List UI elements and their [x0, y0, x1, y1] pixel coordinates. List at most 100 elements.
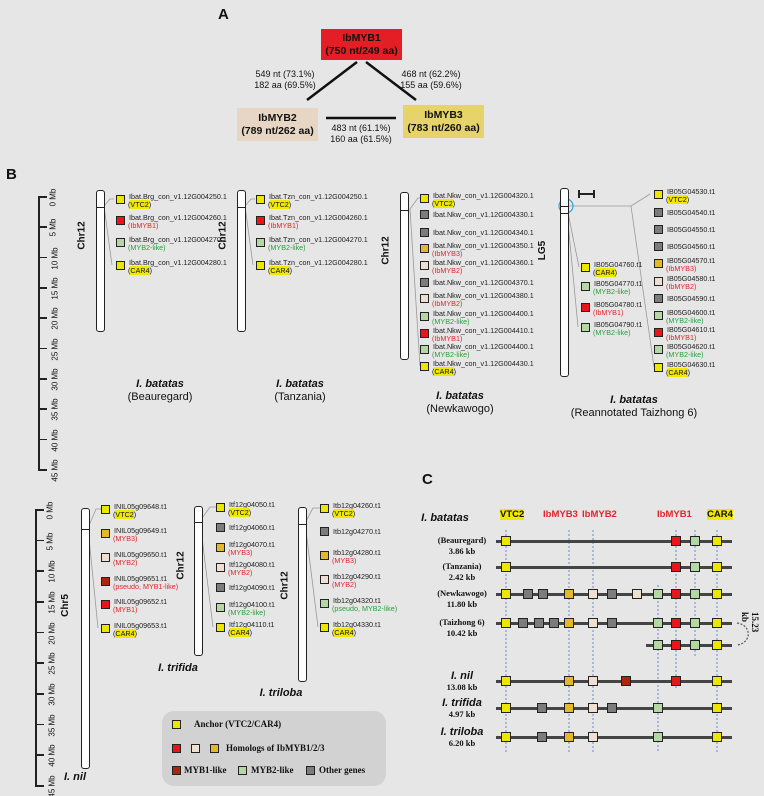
- nt-identity: 468 nt (62.2%): [401, 69, 461, 79]
- gene-id: Ibat.Nkw_con_v1.12G004340.1: [433, 228, 534, 237]
- scale-tick: [35, 662, 44, 664]
- legend-other-swatch: [306, 766, 315, 775]
- gene-marker-myb2: [216, 563, 225, 572]
- gene-marker-anchor: [712, 618, 722, 628]
- gene-marker-anchor: [501, 536, 511, 546]
- gene-marker-anchor: [320, 504, 329, 513]
- scale-tick-label: 20 Mb: [47, 622, 57, 645]
- gene-marker-myb2like: [654, 311, 663, 320]
- gene-marker-anchor: [420, 194, 429, 203]
- locus-line: [496, 679, 732, 683]
- chromosome-taizhong_left: [560, 188, 569, 377]
- chromosome-label: Chr12: [380, 236, 392, 265]
- chromosome-label: LG5: [537, 240, 549, 261]
- gene-id: Ibat.Brg_con_v1.12G004250.1: [129, 192, 227, 201]
- gene-tag: IbMYB3: [434, 249, 460, 258]
- gene-marker-myb1: [654, 328, 663, 337]
- gene-annotation: (MYB2): [228, 568, 253, 577]
- gene-annotation: (IbMYB3): [432, 249, 463, 258]
- gene-tag: pseudo, MYB1-like: [115, 582, 176, 591]
- gene-annotation: (IbMYB1): [432, 334, 463, 343]
- gene-marker-other: [320, 527, 329, 536]
- gene-marker-myb3: [420, 244, 429, 253]
- species-name: I. batatas: [610, 394, 658, 406]
- ibmyb3-box: IbMYB3 (783 nt/260 aa): [403, 105, 484, 138]
- chromosome-nil: [81, 508, 90, 769]
- gene-marker-myb2: [654, 277, 663, 286]
- gene-id: INIL05g09653.t1: [114, 621, 168, 630]
- row-name: I. trifida: [442, 697, 482, 709]
- gene-marker-anchor: [101, 505, 110, 514]
- identity-myb1-myb2: 549 nt (73.1%) 182 aa (69.5%): [250, 69, 320, 91]
- gene-tag: VTC2: [270, 200, 289, 209]
- row-label: (Beauregard)3.86 kb: [417, 535, 507, 557]
- chromosome-label: Chr12: [76, 221, 88, 250]
- gene-id: IB05G04600.t1: [667, 308, 716, 317]
- gene-marker-myb1: [420, 329, 429, 338]
- gene-marker-myb1: [671, 562, 681, 572]
- gene-id: IB05G04780.t1: [594, 300, 643, 309]
- scale-axis: [35, 509, 37, 785]
- gene-marker-myb2: [632, 589, 642, 599]
- scale-tick: [35, 723, 44, 726]
- gene-tag: MYB3: [334, 556, 354, 565]
- gene-id: Ibat.Brg_con_v1.12G004270.1: [129, 235, 227, 244]
- gene-tag: MYB2-like: [434, 317, 468, 326]
- locus-size: 13.08 kb: [446, 682, 478, 692]
- gene-annotation: (IbMYB2): [666, 282, 697, 291]
- gene-tag: CAR4: [595, 268, 615, 277]
- gene-id: Itb12g04320.t1: [333, 596, 381, 605]
- chromosome-label: Chr5: [59, 594, 71, 617]
- gene-marker-anchor: [216, 503, 225, 512]
- scale-tick-label: 40 Mb: [47, 744, 57, 767]
- gene-tag: CAR4: [130, 266, 150, 275]
- chromosome-newkawogo: [400, 192, 409, 360]
- ibmyb2-name: IbMYB2: [258, 111, 297, 124]
- gene-tag: IbMYB1: [434, 334, 460, 343]
- gene-marker-anchor: [101, 624, 110, 633]
- gene-marker-anchor: [501, 732, 511, 742]
- scale-tick: [38, 287, 47, 289]
- gene-marker-anchor: [712, 536, 722, 546]
- legend-myb2like-swatch: [238, 766, 247, 775]
- scale-tick: [35, 631, 44, 634]
- scale-tick-label: 20 Mb: [50, 307, 60, 330]
- gene-tag: IbMYB2: [434, 266, 460, 275]
- gene-marker-myb1: [671, 589, 681, 599]
- gene-marker-anchor: [712, 703, 722, 713]
- gene-annotation: (MYB2-like): [128, 243, 166, 252]
- gene-annotation: (MYB2-like): [268, 243, 306, 252]
- legend-myb3-swatch: [210, 744, 219, 753]
- gene-annotation: (MYB3): [332, 556, 357, 565]
- scale-axis: [38, 196, 40, 469]
- species-label: I. batatas(Reannotated Taizhong 6): [534, 394, 734, 420]
- legend-myb2like-label: MYB2-like: [251, 765, 294, 775]
- gene-id: IB05G04630.t1: [667, 360, 716, 369]
- locus-size: 4.97 kb: [448, 709, 476, 719]
- gene-marker-other: [654, 225, 663, 234]
- gene-marker-myb2: [320, 575, 329, 584]
- gene-tag: VTC2: [434, 199, 453, 208]
- legend-homologs-label: Homologs of IbMYB1/2/3: [226, 743, 325, 753]
- scale-tick-label: 40 Mb: [50, 429, 60, 452]
- gene-marker-myb2like: [654, 345, 663, 354]
- gene-id: INIL05g09649.t1: [114, 526, 168, 535]
- gene-marker-anchor: [501, 589, 511, 599]
- gene-marker-myb3: [564, 732, 574, 742]
- gene-id: Itf12g04060.t1: [229, 523, 275, 532]
- gene-id: Itf12g04100.t1: [229, 600, 275, 609]
- scale-tick-label: 35 Mb: [50, 398, 60, 421]
- species-name: I. trifida: [158, 662, 198, 674]
- gene-marker-myb3: [564, 676, 574, 686]
- gene-id: IB05G04590.t1: [667, 294, 716, 303]
- gene-marker-other: [216, 523, 225, 532]
- centromere-band: [195, 522, 202, 523]
- gene-marker-myb1: [671, 676, 681, 686]
- gene-marker-myb2: [588, 589, 598, 599]
- scale-tick: [35, 601, 44, 603]
- gene-marker-anchor: [501, 676, 511, 686]
- gene-marker-myb3: [564, 703, 574, 713]
- gene-annotation: (VTC2): [432, 199, 456, 208]
- legend-myb2-swatch: [191, 744, 200, 753]
